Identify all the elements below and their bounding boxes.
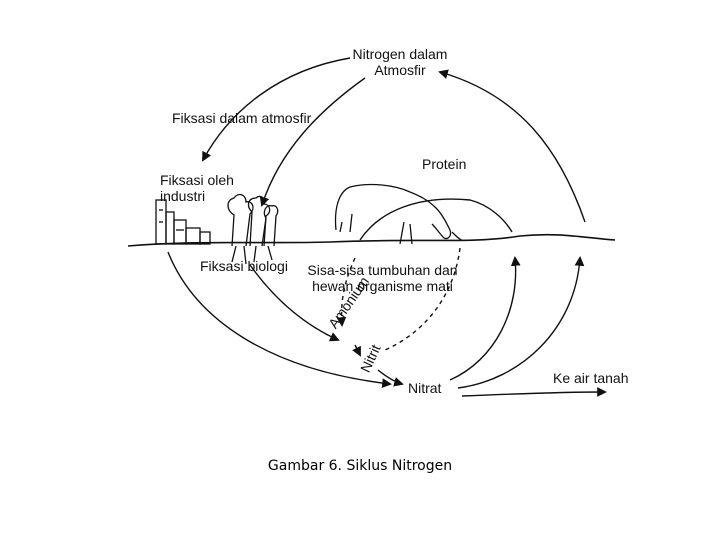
figure-caption: Gambar 6. Siklus Nitrogen <box>267 458 453 474</box>
atmospheric-fixation-label: Fiksasi dalam atmosfir <box>172 110 312 126</box>
groundwater-label: Ke air tanah <box>553 370 629 386</box>
arrow-nitrate-to-groundwater <box>461 387 607 397</box>
arrow-remains-to-ammonium <box>336 257 356 327</box>
remains-label-line1: Sisa-sisa tumbuhan dan <box>307 262 458 278</box>
arrow-biological-to-ammonium <box>249 264 340 342</box>
arrow-atmosphere-to-industry <box>202 57 351 162</box>
industrial-fixation-label-line1: Fiksasi oleh <box>160 172 234 188</box>
plants-icon <box>227 193 279 265</box>
arrow-ammonium-to-nitrite <box>352 344 361 357</box>
arrow-plants-to-protein <box>359 198 513 241</box>
atmosphere-label-line2: Atmosfir <box>374 62 426 78</box>
atmosphere-label-line1: Nitrogen dalam <box>352 46 448 62</box>
biological-fixation-label: Fiksasi biologi <box>200 258 288 274</box>
factory-icon <box>155 199 211 245</box>
nitrate-label: Nitrat <box>408 380 442 396</box>
animal-icon <box>334 183 463 245</box>
arrow-industry-to-nitrate <box>167 251 392 388</box>
industrial-fixation-label-line2: industri <box>160 188 206 204</box>
arrow-atmosphere-to-biological <box>259 77 366 207</box>
protein-label: Protein <box>422 156 467 172</box>
remains-label-line2: hewan organisme mati <box>312 278 453 294</box>
arrow-nitrite-to-nitrate <box>377 369 404 387</box>
arrow-denitrification-to-atmosphere <box>438 69 586 223</box>
arrow-nitrate-to-plants <box>449 256 521 381</box>
arrow-nitrate-to-denitrification <box>457 256 585 389</box>
ground-line <box>127 233 616 247</box>
